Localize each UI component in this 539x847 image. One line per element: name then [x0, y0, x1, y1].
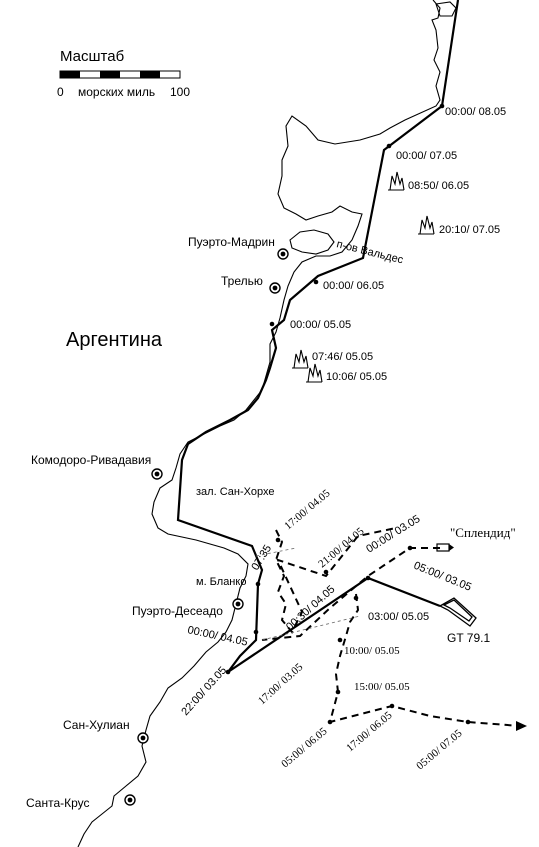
fire-icon	[292, 349, 309, 369]
arrow-head-icon	[516, 721, 527, 731]
time-label: 00:00/ 04.05	[186, 624, 248, 648]
city-marker-icon	[124, 794, 136, 806]
scale-segment	[140, 71, 160, 78]
splendid-route	[261, 547, 440, 641]
time-label: 10:00/ 05.05	[344, 645, 400, 657]
fire-icon	[306, 363, 323, 383]
city-marker-icon	[151, 468, 163, 480]
route-point	[327, 719, 333, 725]
route-point	[439, 103, 445, 109]
bearing-line-1	[261, 615, 361, 641]
scale-bar: Масштаб 0 морских миль 100	[57, 48, 190, 99]
fire-icon	[418, 215, 435, 235]
scale-unit: морских миль	[78, 85, 155, 99]
route-point	[386, 143, 392, 149]
time-label: 00:00/ 03.05	[364, 513, 422, 556]
south-track	[328, 593, 521, 727]
time-label: 00:00/ 07.05	[396, 150, 457, 162]
scale-segment	[60, 71, 80, 78]
route-point	[269, 321, 275, 327]
blanco-label: м. Бланко	[196, 576, 246, 588]
route-point	[365, 575, 371, 581]
country-label: Аргентина	[66, 329, 163, 351]
route-point	[313, 279, 319, 285]
time-label: 17:00/ 04.05	[282, 487, 333, 532]
gulf-label: зал. Сан-Хорхе	[196, 486, 274, 498]
valdes-peninsula	[289, 229, 335, 255]
scale-title: Масштаб	[60, 48, 124, 65]
time-label: 05:00/ 03.05	[412, 560, 473, 594]
time-label: 21:00/ 04.05	[316, 525, 367, 570]
fire-icon	[388, 171, 405, 191]
time-label: 20:10/ 07.05	[439, 224, 500, 236]
time-label: 10:06/ 05.05	[326, 371, 387, 383]
time-label: 00:00/ 06.05	[323, 280, 384, 292]
search-route	[274, 527, 397, 634]
route-point	[253, 629, 259, 635]
gt-label: GT 79.1	[447, 631, 490, 645]
bearing-line-2	[255, 547, 297, 557]
route-point	[255, 581, 261, 587]
time-label: 00:00/ 05.05	[290, 319, 351, 331]
city-santa-cruz: Санта-Крус	[26, 796, 90, 810]
time-label: 00:00/ 08.05	[445, 106, 506, 118]
route-point	[335, 689, 341, 695]
gt-submarine-icon	[438, 597, 477, 627]
city-san-julian: Сан-Хулиан	[63, 718, 130, 732]
time-label: 15:00/ 05.05	[354, 681, 410, 693]
time-label: 05:00/ 07.05	[414, 727, 465, 772]
scale-segment	[100, 71, 120, 78]
city-markers	[124, 248, 289, 806]
city-comodoro: Комодоро-Ривадавия	[31, 453, 151, 467]
time-label: 08:50/ 06.05	[408, 180, 469, 192]
fire-icons	[292, 171, 435, 383]
city-puerto-madryn: Пуэрто-Мадрин	[188, 235, 275, 249]
route-point	[337, 637, 343, 643]
route-point	[275, 537, 281, 543]
time-label: 07:46/ 05.05	[312, 351, 373, 363]
splendid-label: "Сплендид"	[450, 525, 516, 540]
city-marker-icon	[277, 248, 289, 260]
city-trelew: Трелью	[221, 274, 263, 288]
route-point	[465, 719, 471, 725]
route-point	[353, 595, 359, 601]
route-point	[225, 669, 231, 675]
city-marker-icon	[269, 282, 281, 294]
city-marker-icon	[137, 732, 149, 744]
time-label: 05:00/ 06.05	[279, 725, 330, 770]
coastline	[77, 0, 441, 847]
city-marker-icon	[232, 598, 244, 610]
scale-max: 100	[170, 85, 190, 99]
valdes-label: п-ов Вальдес	[335, 238, 405, 266]
north-island	[435, 1, 457, 17]
scale-min: 0	[57, 85, 64, 99]
time-label: 17:00/ 03.05	[256, 661, 306, 707]
time-label: 03:00/ 05.05	[368, 611, 429, 623]
route-point	[389, 703, 395, 709]
route-point	[407, 545, 413, 551]
route-points	[225, 103, 471, 725]
route-point	[323, 569, 329, 575]
city-deseado: Пуэрто-Десеадо	[132, 604, 223, 618]
splendid-ship-icon	[436, 543, 454, 552]
